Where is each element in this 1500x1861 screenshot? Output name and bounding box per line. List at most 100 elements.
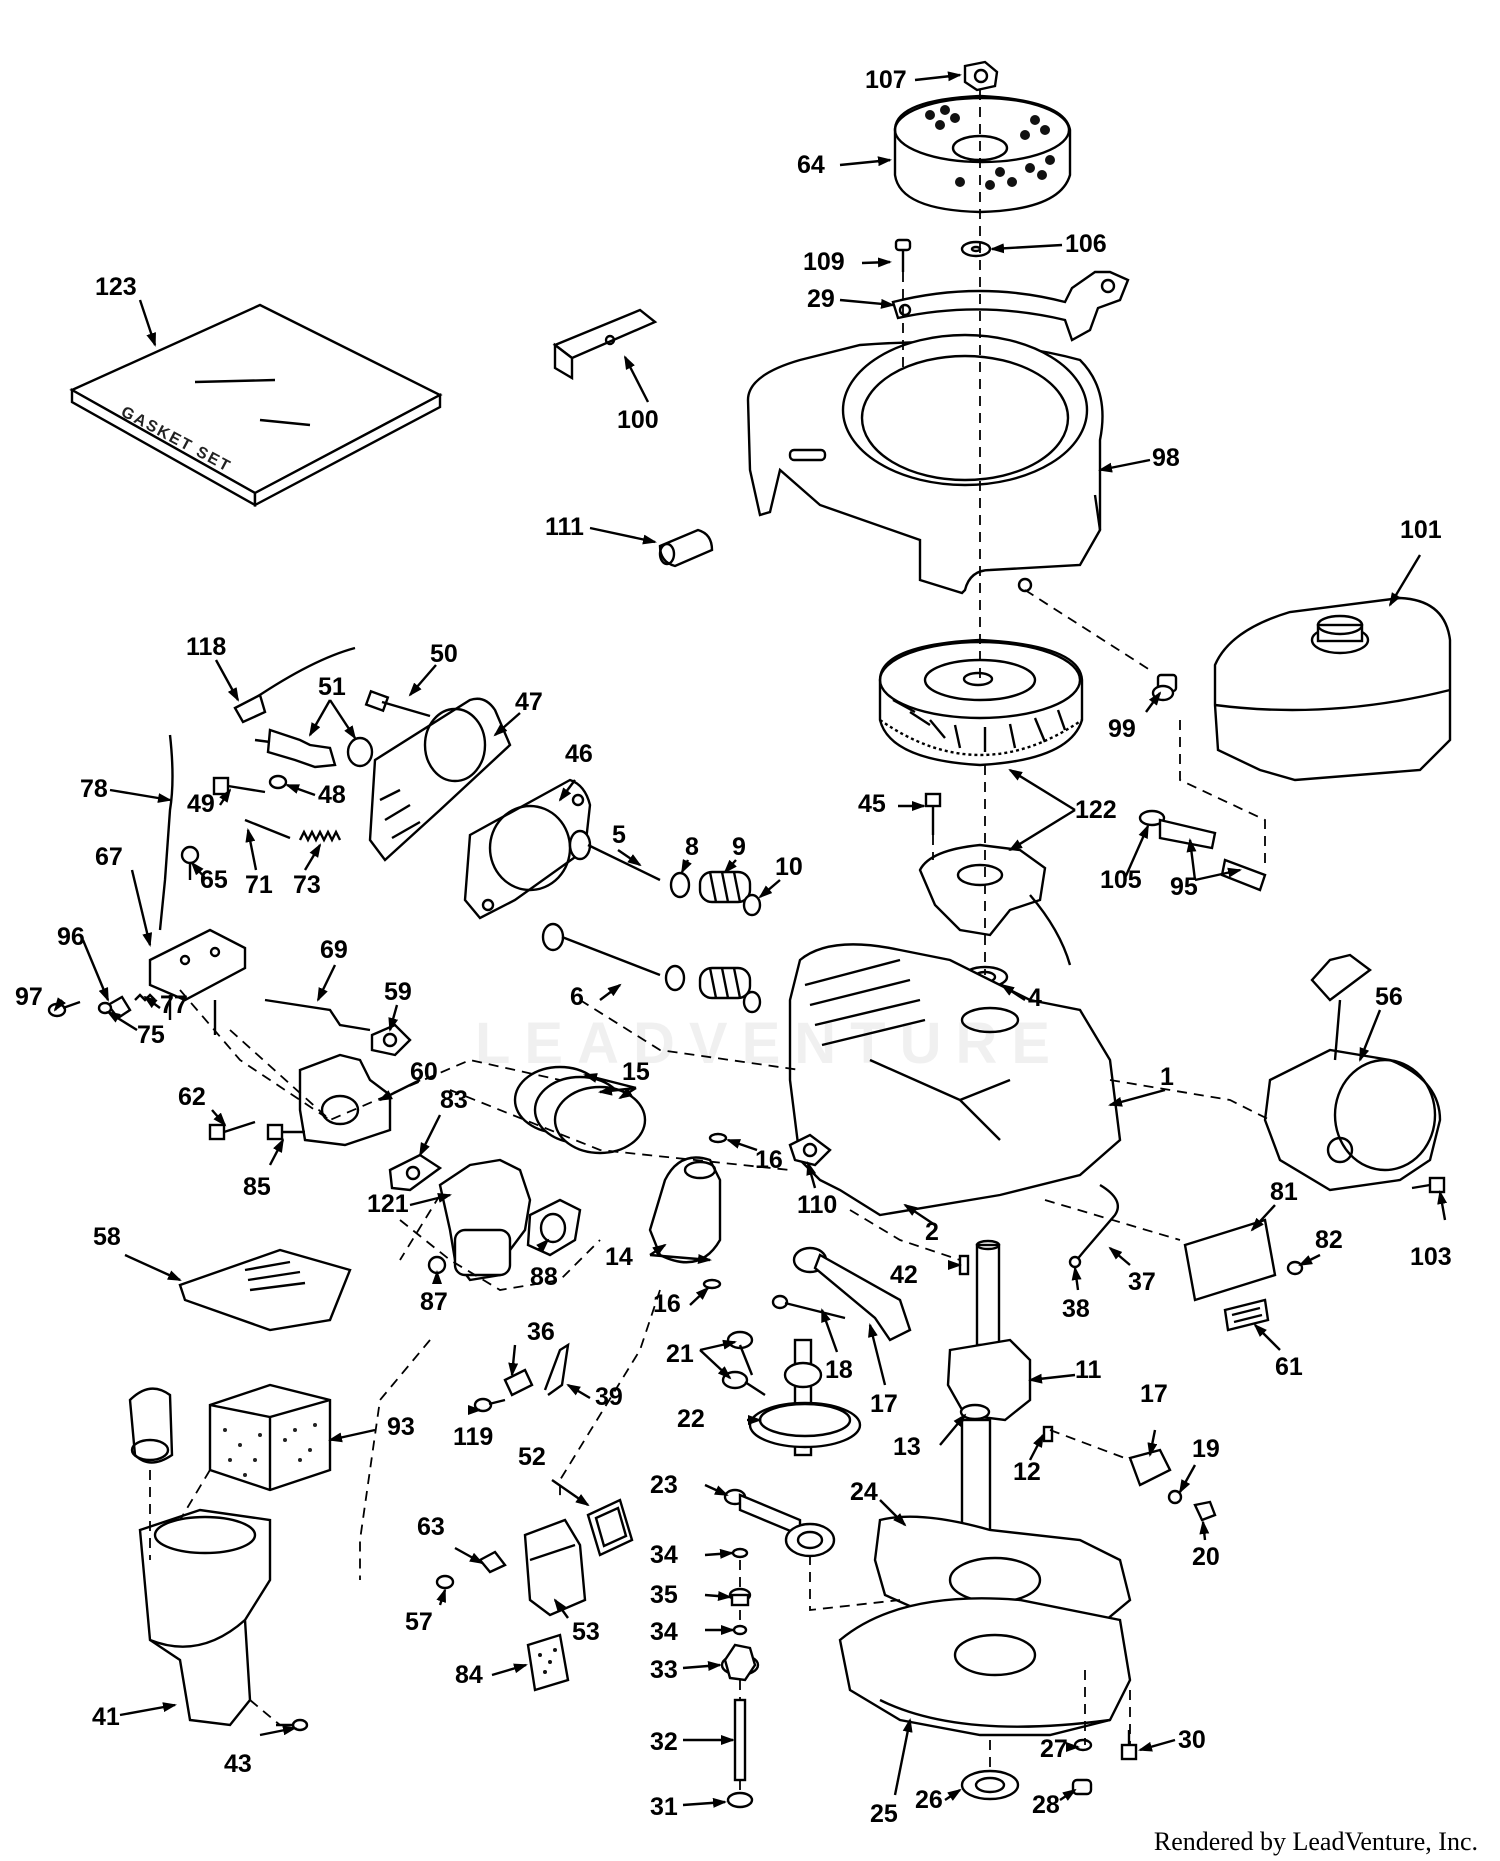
callout-75: 75 <box>137 1021 165 1049</box>
callout-83: 83 <box>440 1086 468 1114</box>
part-105-clamp <box>1138 809 1166 827</box>
callout-4: 4 <box>1028 984 1042 1012</box>
callout-16a: 16 <box>755 1146 783 1174</box>
callout-18: 18 <box>825 1356 853 1384</box>
part-35-collar <box>728 1587 752 1607</box>
part-32-shaft <box>733 1698 747 1782</box>
part-69-governor-link <box>264 998 371 1032</box>
part-6-intake-valve <box>541 922 661 977</box>
callout-100: 100 <box>617 406 659 434</box>
part-65-screw <box>180 845 200 880</box>
callout-34b: 34 <box>650 1618 678 1646</box>
callout-64: 64 <box>797 151 825 179</box>
part-63-clip <box>478 1550 507 1574</box>
callout-118: 118 <box>186 633 226 661</box>
callout-37: 37 <box>1128 1268 1156 1296</box>
part-21-tappet-b <box>721 1370 766 1397</box>
callout-110: 110 <box>797 1191 837 1219</box>
part-50-bolt <box>364 689 431 718</box>
part-14-piston <box>648 1156 722 1264</box>
part-88-gasket <box>526 1198 582 1257</box>
part-123-gasket-set: GASKET SET <box>69 303 443 508</box>
callout-62: 62 <box>178 1083 206 1111</box>
callout-33: 33 <box>650 1656 678 1684</box>
callout-56: 56 <box>1375 983 1403 1011</box>
callout-42: 42 <box>890 1261 918 1289</box>
part-5-exhaust-valve <box>568 829 661 882</box>
part-53-breather <box>523 1518 587 1617</box>
callout-73: 73 <box>293 871 321 899</box>
callout-52: 52 <box>518 1443 546 1471</box>
callout-2: 2 <box>925 1218 939 1246</box>
callout-59: 59 <box>384 978 412 1006</box>
part-122-flywheel <box>878 638 1084 767</box>
part-106-washer <box>960 240 992 258</box>
part-27-washer <box>1073 1738 1093 1752</box>
callout-29: 29 <box>807 285 835 313</box>
callout-123: 123 <box>95 273 137 301</box>
part-107-nut <box>963 60 999 92</box>
callout-10a: 10 <box>775 853 803 881</box>
callout-46: 46 <box>565 740 593 768</box>
callout-99: 99 <box>1108 715 1136 743</box>
callout-13: 13 <box>893 1433 921 1461</box>
callout-57: 57 <box>405 1608 433 1636</box>
part-51-spark-plug <box>254 728 374 769</box>
callout-60: 60 <box>410 1058 438 1086</box>
callout-67: 67 <box>95 843 123 871</box>
part-81-plate <box>1183 1218 1277 1302</box>
part-36-clip <box>503 1368 534 1397</box>
part-103-screw <box>1411 1176 1446 1194</box>
callout-49: 49 <box>187 790 215 818</box>
callout-11: 11 <box>1075 1356 1102 1384</box>
part-62-screw <box>208 1120 256 1141</box>
callout-25: 25 <box>870 1800 898 1828</box>
callout-53: 53 <box>572 1618 600 1646</box>
callout-48: 48 <box>318 781 346 809</box>
part-84-filter <box>526 1633 570 1692</box>
callout-122: 122 <box>1075 796 1117 824</box>
callout-38: 38 <box>1062 1295 1090 1323</box>
part-118-spark-wire <box>233 646 356 724</box>
part-58-air-cleaner-cover <box>178 1248 352 1332</box>
part-93-foam-filter <box>208 1383 332 1492</box>
part-64-rotating-screen <box>893 94 1072 214</box>
callout-labels: 107 64 109 106 29 123 100 98 111 101 118… <box>15 66 1452 1828</box>
part-56-recoil-starter <box>1263 953 1442 1192</box>
callout-95: 95 <box>1170 873 1198 901</box>
part-83-gasket <box>388 1153 443 1192</box>
part-9-valve-spring-b <box>698 966 752 1000</box>
part-47-cylinder-head <box>368 697 512 862</box>
part-71-governor-link <box>244 818 291 840</box>
part-9-valve-spring-a <box>698 870 752 904</box>
callout-32: 32 <box>650 1728 678 1756</box>
callout-58: 58 <box>93 1223 121 1251</box>
callout-119: 119 <box>453 1423 493 1451</box>
part-49-bolt <box>212 776 266 796</box>
part-21-tappet-a <box>726 1330 754 1376</box>
part-85-screw <box>266 1123 305 1141</box>
part-60-intake-elbow <box>298 1053 392 1147</box>
part-34-washer-b <box>732 1624 748 1636</box>
part-39-lever <box>543 1342 570 1396</box>
part-22-camshaft <box>748 1338 862 1457</box>
callout-106: 106 <box>1065 230 1107 258</box>
callout-31: 31 <box>650 1793 678 1821</box>
callout-82: 82 <box>1315 1226 1343 1254</box>
callout-107: 107 <box>865 66 907 94</box>
part-17-rod-cap <box>1128 1448 1172 1487</box>
part-34-washer-a <box>731 1547 749 1559</box>
callout-16b: 16 <box>653 1290 681 1318</box>
callout-101: 101 <box>1400 516 1442 544</box>
callout-39: 39 <box>595 1383 623 1411</box>
part-30-screw <box>1120 1730 1138 1761</box>
part-109-screw <box>894 238 912 272</box>
callout-63: 63 <box>417 1513 445 1541</box>
part-78-stop-wire <box>158 734 174 931</box>
callout-96: 96 <box>57 923 85 951</box>
part-23-oil-slinger <box>723 1488 836 1558</box>
callout-71: 71 <box>245 871 273 899</box>
part-73-spring <box>298 829 342 843</box>
part-37-oil-fill-tube <box>1074 1183 1120 1263</box>
callout-105: 105 <box>1100 866 1142 894</box>
